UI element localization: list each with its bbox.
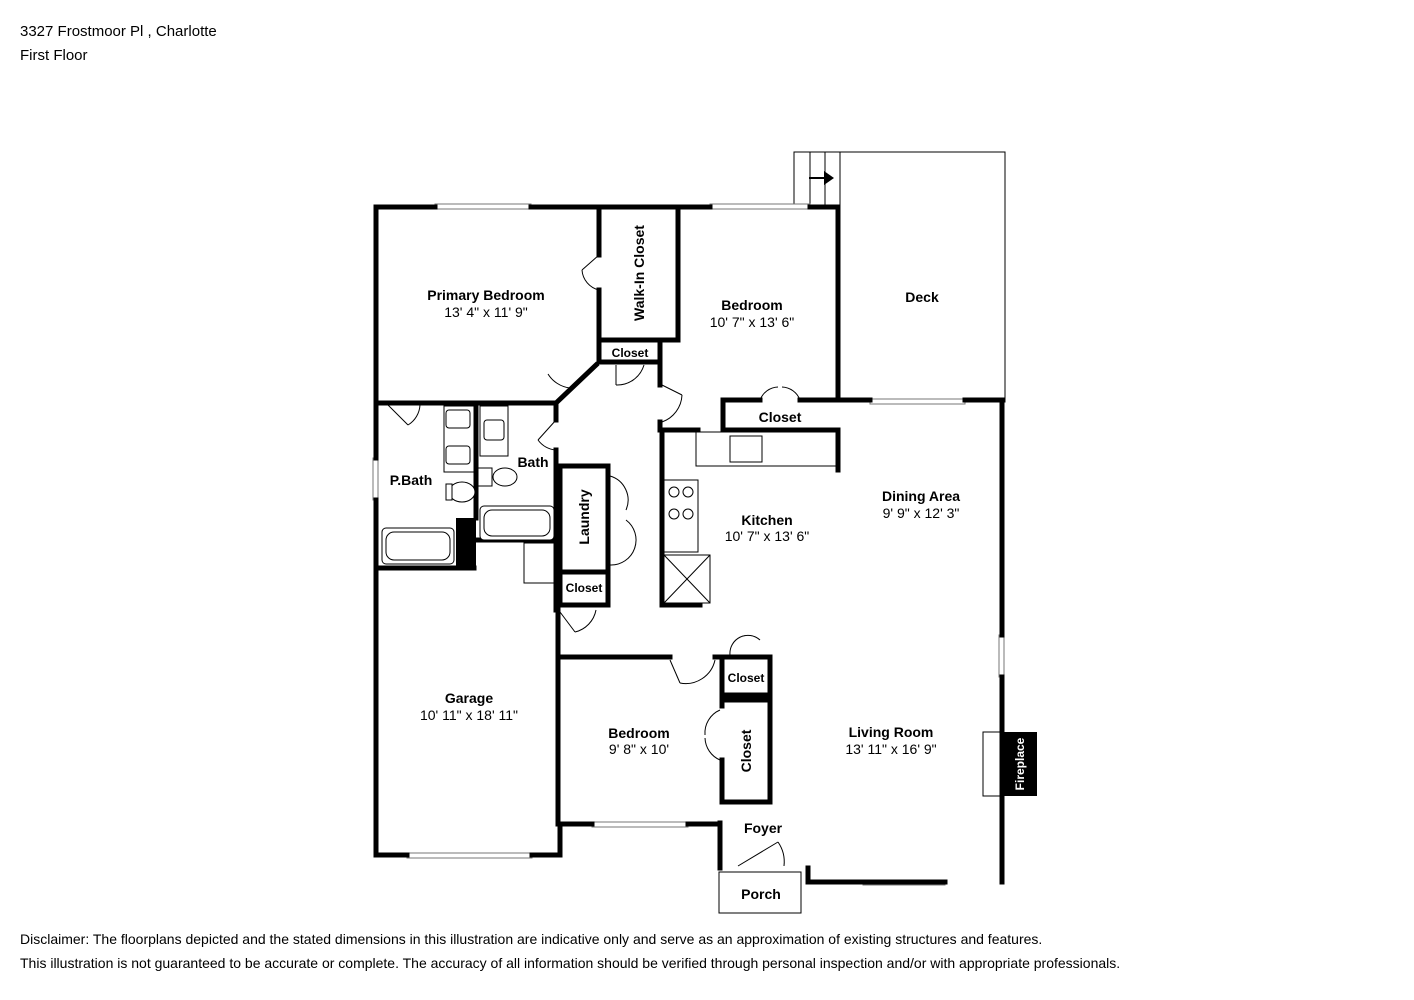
fireplace <box>1003 732 1037 796</box>
fixtures <box>381 405 1004 797</box>
dims-bedroom-lower: 9' 8" x 10' <box>609 741 669 757</box>
floor-label: First Floor <box>20 47 88 64</box>
label-garage: Garage <box>445 690 493 706</box>
label-bedroom-lower: Bedroom <box>608 725 669 741</box>
disclaimer-line-1: Disclaimer: The floorplans depicted and … <box>20 931 1043 947</box>
porch <box>718 871 802 914</box>
address-text: 3327 Frostmoor Pl , Charlotte <box>20 23 217 40</box>
label-bedroom-upper: Bedroom <box>721 297 782 313</box>
dims-garage: 10' 11" x 18' 11" <box>420 707 518 723</box>
label-bath: Bath <box>517 454 548 470</box>
label-closet-bedroom-upper: Closet <box>759 409 802 425</box>
stairs-arrow-icon <box>809 171 834 185</box>
label-primary-bedroom: Primary Bedroom <box>427 287 544 303</box>
dims-bedroom-upper: 10' 7" x 13' 6" <box>710 314 795 330</box>
dims-living-room: 13' 11" x 16' 9" <box>845 741 936 757</box>
label-closet-lower-tall: Closet <box>738 729 754 772</box>
label-deck: Deck <box>905 289 939 305</box>
label-kitchen: Kitchen <box>741 512 792 528</box>
label-closet-lower-small: Closet <box>728 671 765 685</box>
label-foyer: Foyer <box>744 820 783 836</box>
label-walk-in-closet: Walk-In Closet <box>631 225 647 321</box>
door-swings <box>387 254 801 867</box>
label-porch: Porch <box>741 886 781 902</box>
deck <box>793 151 1006 403</box>
label-closet-upper-small: Closet <box>612 346 649 360</box>
label-laundry: Laundry <box>576 489 592 544</box>
label-fireplace: Fireplace <box>1013 737 1027 790</box>
label-dining-area: Dining Area <box>882 488 960 504</box>
label-living-room: Living Room <box>849 724 934 740</box>
dims-dining-area: 9' 9" x 12' 3" <box>883 505 960 521</box>
disclaimer-line-2: This illustration is not guaranteed to b… <box>20 955 1121 971</box>
label-closet-laundry: Closet <box>566 581 603 595</box>
dims-primary-bedroom: 13' 4" x 11' 9" <box>444 304 528 320</box>
label-pbath: P.Bath <box>390 472 433 488</box>
dims-kitchen: 10' 7" x 13' 6" <box>725 528 810 544</box>
